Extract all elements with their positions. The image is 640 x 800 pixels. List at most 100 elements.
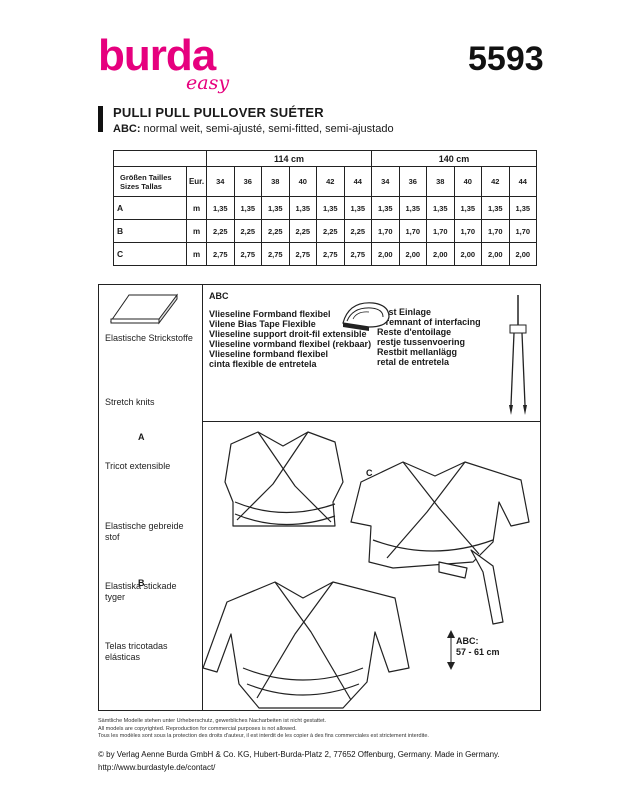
yardage-cell: 1,35 — [233, 196, 262, 220]
size-header: 42 — [316, 166, 345, 197]
yardage-cell: 2,00 — [426, 242, 455, 266]
size-header: 44 — [508, 166, 537, 197]
size-header: 38 — [261, 166, 290, 197]
size-header: 34 — [371, 166, 400, 197]
unit-cell: m — [186, 196, 207, 220]
yardage-cell: 1,70 — [426, 219, 455, 243]
yardage-cell: 1,70 — [371, 219, 400, 243]
interfacing-tape-icon — [342, 302, 390, 331]
table-row: C m 2,75 2,75 2,75 2,75 2,75 2,75 2,00 2… — [113, 242, 537, 266]
notion-item: Vilene Bias Tape Flexible — [209, 319, 316, 329]
yardage-cell: 2,75 — [261, 242, 290, 266]
yardage-cell: 1,70 — [508, 219, 537, 243]
unit-cell: m — [186, 242, 207, 266]
yardage-cell: 2,25 — [261, 219, 290, 243]
length-arrow-icon — [447, 630, 455, 670]
fabric-roll-icon — [110, 293, 178, 325]
yardage-cell: 1,35 — [481, 196, 510, 220]
subtitle-text: normal weit, semi-ajusté, semi-fitted, s… — [140, 123, 394, 135]
notion-item: Restbit mellanlägg — [377, 347, 458, 357]
yardage-cell: 2,75 — [316, 242, 345, 266]
yardage-cell: 2,25 — [316, 219, 345, 243]
fabric-en: Stretch knits — [105, 397, 155, 407]
yardage-cell: 1,70 — [453, 219, 482, 243]
size-header: 40 — [453, 166, 482, 197]
notions-heading: ABC — [209, 291, 229, 301]
notion-item: Reste d'entoilage — [377, 327, 452, 337]
notion-item: Vlieseline vormband flexibel (rekbaar) — [209, 339, 372, 349]
fabric-sv: Elastiska stickade tyger — [105, 581, 177, 602]
notion-item: restje tussenvoering — [377, 337, 466, 347]
length-value: 57 - 61 cm — [456, 647, 500, 657]
view-label-b: B — [138, 578, 145, 588]
view-c-sketch — [350, 461, 530, 569]
yardage-table: 114 cm 140 cm Größen Tailles Sizes Talla… — [113, 150, 537, 266]
view-label-a: A — [138, 432, 145, 442]
legal-line: Sämtliche Modelle stehen unter Urhebersc… — [98, 718, 327, 724]
yardage-cell: 1,35 — [508, 196, 537, 220]
yardage-cell: 2,00 — [481, 242, 510, 266]
notion-item: retal de entretela — [377, 357, 450, 367]
yardage-cell: 2,00 — [371, 242, 400, 266]
yardage-cell: 1,35 — [288, 196, 317, 220]
garment-illustrations — [203, 421, 540, 710]
copyright-text: © by Verlag Aenne Burda GmbH & Co. KG, H… — [98, 750, 500, 759]
size-header: 42 — [481, 166, 510, 197]
size-header: 44 — [343, 166, 372, 197]
size-label-2: Sizes Tallas — [120, 181, 162, 191]
pattern-sheet: Elastische Strickstoffe Stretch knits Tr… — [98, 284, 541, 711]
yardage-cell: 1,70 — [481, 219, 510, 243]
yardage-cell: 2,75 — [343, 242, 372, 266]
yardage-cell: 1,35 — [398, 196, 427, 220]
view-b-sketch — [203, 581, 410, 709]
length-label: ABC: — [456, 636, 479, 646]
fabric-nl: Elastische gebreide stof — [105, 521, 184, 542]
yardage-cell: 2,75 — [288, 242, 317, 266]
garment-sketches — [203, 431, 530, 709]
notion-item: Rest Einlage — [377, 307, 432, 317]
contact-link[interactable]: http://www.burdastyle.de/contact/ — [98, 763, 216, 772]
notions-interfacing-list: Rest Einlage A remnant of interfacing Re… — [377, 307, 481, 367]
brand-sub: easy — [186, 72, 230, 94]
notion-item: Vlieseline formband flexibel — [209, 349, 329, 359]
view-label-c: C — [366, 468, 373, 478]
view-label: C — [113, 242, 187, 266]
column-divider — [202, 285, 203, 710]
legal-notice: Sämtliche Modelle stehen unter Urhebersc… — [98, 718, 429, 741]
unit-header: Eur. — [186, 166, 207, 197]
yardage-cell: 1,35 — [453, 196, 482, 220]
notion-item: A remnant of interfacing — [377, 317, 481, 327]
yardage-cell: 2,25 — [233, 219, 262, 243]
view-label: B — [113, 219, 187, 243]
yardage-cell: 1,70 — [398, 219, 427, 243]
pattern-subtitle: ABC: normal weit, semi-ajusté, semi-fitt… — [113, 123, 394, 135]
unit-cell: m — [186, 219, 207, 243]
title-bar — [98, 106, 103, 132]
fabric-es: Telas tricotadas elásticas — [105, 641, 168, 662]
yardage-cell: 2,75 — [233, 242, 262, 266]
width-header-114: 114 cm — [206, 150, 372, 167]
size-header: 36 — [233, 166, 262, 197]
size-label-cell: Größen Tailles Sizes Tallas — [113, 166, 187, 197]
brand-logo: burda easy — [98, 34, 229, 95]
subtitle-prefix: ABC: — [113, 123, 141, 135]
yardage-cell: 2,25 — [288, 219, 317, 243]
yardage-cell: 2,00 — [453, 242, 482, 266]
width-header-140: 140 cm — [371, 150, 537, 167]
view-label: A — [113, 196, 187, 220]
size-header: 40 — [288, 166, 317, 197]
yardage-cell: 1,35 — [316, 196, 345, 220]
table-row: B m 2,25 2,25 2,25 2,25 2,25 2,25 1,70 1… — [113, 219, 537, 243]
yardage-cell: 1,35 — [206, 196, 235, 220]
legal-line: All models are copyrighted. Reproduction… — [98, 725, 297, 732]
pattern-title: PULLI PULL PULLOVER SUÉTER — [113, 105, 324, 120]
yardage-cell: 2,25 — [343, 219, 372, 243]
tracing-wheel-icon — [509, 295, 527, 415]
fabric-de: Elastische Strickstoffe — [105, 333, 193, 343]
fabric-fr: Tricot extensible — [105, 461, 171, 471]
notion-item: Vlieseline support droit-fil extensible — [209, 329, 367, 339]
yardage-cell: 2,00 — [398, 242, 427, 266]
yardage-cell: 2,25 — [206, 219, 235, 243]
size-label-1: Größen Tailles — [120, 172, 172, 182]
pattern-number: 5593 — [468, 40, 544, 78]
